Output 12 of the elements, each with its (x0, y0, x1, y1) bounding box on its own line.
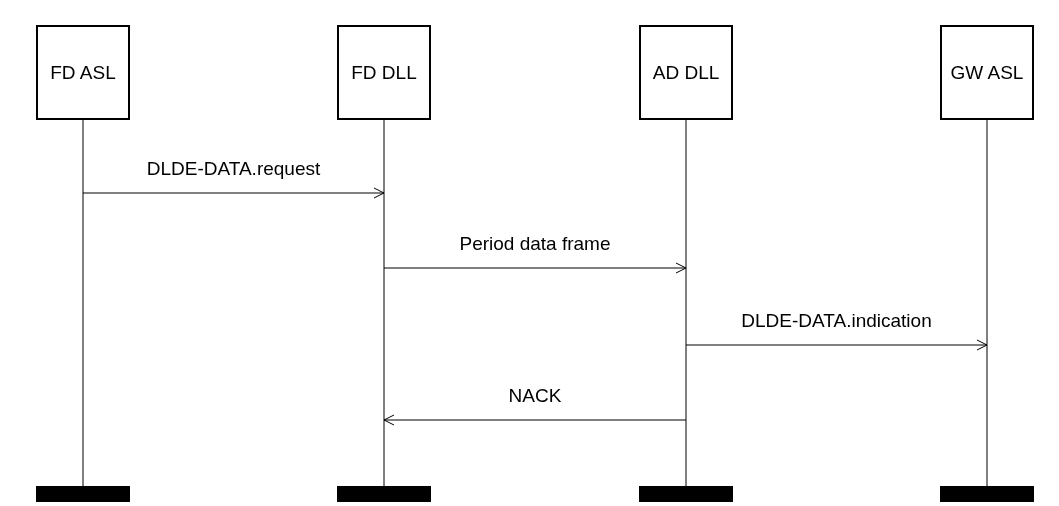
lifeline-name: AD DLL (652, 61, 720, 84)
lifeline-name: FD DLL (351, 61, 417, 84)
message-arrow (82, 187, 385, 199)
message-arrow (383, 262, 687, 274)
lifeline-end-bar (337, 486, 431, 502)
lifeline-end-bar (36, 486, 130, 502)
lifeline-end-bar (940, 486, 1034, 502)
message-arrow (685, 339, 988, 351)
lifeline-name: GW ASL (950, 61, 1024, 84)
lifeline-name: FD ASL (50, 61, 116, 84)
lifeline-end-bar (639, 486, 733, 502)
message-arrow (383, 414, 687, 426)
